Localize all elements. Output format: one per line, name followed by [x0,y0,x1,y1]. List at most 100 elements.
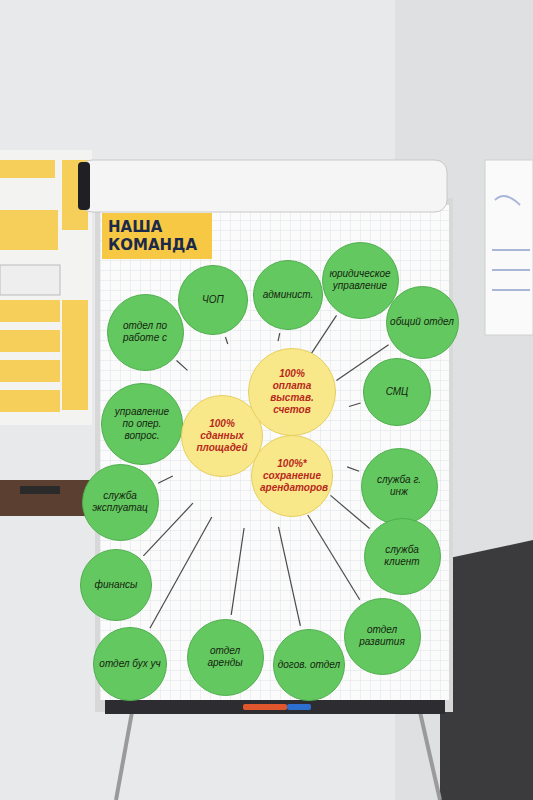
sticky-note [62,300,88,410]
easel-leg [116,712,132,800]
sticky-note [0,390,60,412]
spoke-line [308,515,360,600]
circle-shape [361,448,437,524]
sticky-note [0,160,55,178]
sticky-note [0,360,60,382]
circle-shape [364,359,431,426]
node-label: служба эксплуатац [88,490,152,514]
team-circle: юридическое управление [322,242,399,319]
team-circle: управление по опер. вопрос. [101,383,183,465]
node-label: отдел аренды [193,645,257,669]
paper-roll [80,160,447,212]
sticky-notes [0,160,88,412]
circle-shape [187,619,263,695]
node-label: отдел бух уч [99,658,160,670]
node-label: юридическое управление [328,268,392,292]
marker [243,704,287,710]
spoke-line [150,517,212,628]
label-group: 100% оплата выстав. счетов [260,368,324,416]
node-label: общий отдел [390,316,454,328]
spoke-line [225,337,227,344]
circle-shape [386,286,458,358]
roll-cap [78,162,90,210]
node-label: служба клиент [370,544,434,568]
sticky-note [0,265,60,295]
label-group: отдел по работе с [113,320,177,344]
poster-scribble [492,196,530,290]
spoke-line [278,333,280,341]
team-circle: догов. отдел [273,629,345,701]
node-label: СМЦ [386,386,409,398]
circle-shape [182,396,263,477]
team-circle: ЧОП [178,265,248,335]
node-label: отдел развития [350,624,414,648]
spoke-line [177,360,188,370]
team-circle: служба г. инж [361,448,438,525]
label-group: админист. [263,289,314,301]
spoke-line [347,467,359,471]
goal-circle: 100% оплата выстав. счетов [248,348,336,436]
label-group: финансы [95,579,138,591]
floor [440,540,533,800]
team-circle: СМЦ [363,358,431,426]
team-circle: служба клиент [364,518,441,595]
sticky-note [0,330,60,352]
node-label: 100%* сохранение арендаторов [260,458,324,494]
spoke-line [349,403,361,407]
circle-shape [82,464,158,540]
sticky-note [0,210,58,250]
circle-shape [102,384,183,465]
team-circle: админист. [253,260,323,330]
label-group: юридическое управление [328,268,392,292]
team-circle: финансы [80,549,152,621]
team-circle: отдел бух уч [93,627,167,701]
node-label: 100% сданных площадей [190,418,254,454]
easel-leg [420,712,440,800]
spoke-line [231,528,244,615]
node-label: ЧОП [202,294,224,306]
title-text: НАША КОМАНДА [108,218,206,254]
circle-shape [344,598,420,674]
label-group: служба эксплуатац [88,490,152,514]
label-group: общий отдел [390,316,454,328]
desk-item [20,486,60,494]
label-group: отдел аренды [193,645,257,669]
circle-shape [322,242,398,318]
circle-shape [252,436,333,517]
label-group: 100%* сохранение арендаторов [260,458,324,494]
circle-shape [254,261,323,330]
side-board [0,150,92,425]
label-group: служба г. инж [367,474,431,498]
label-group: 100% сданных площадей [190,418,254,454]
node-label: служба г. инж [367,474,431,498]
circle-shape [107,294,183,370]
node-label: отдел по работе с [113,320,177,344]
team-circle: служба эксплуатац [82,464,159,541]
marker-tray [105,700,445,714]
flipchart-paper [100,205,449,700]
label-group: служба клиент [370,544,434,568]
marker [287,704,311,710]
spoke-line [310,315,336,354]
team-circle: отдел развития [344,598,421,675]
spoke-line [158,476,173,483]
team-circle: общий отдел [386,286,459,359]
node-label: 100% оплата выстав. счетов [260,368,324,416]
goal-circle: 100%* сохранение арендаторов [251,435,333,517]
circle-shape [81,550,152,621]
wall-poster [485,160,533,335]
spoke-line [278,527,300,626]
label-group: управление по опер. вопрос. [110,406,174,442]
circle-shape [179,266,248,335]
goal-circle: 100% сданных площадей [181,395,263,477]
label-group: отдел развития [350,624,414,648]
label-group: СМЦ [386,386,409,398]
paper-grid [100,205,449,700]
label-group: ЧОП [202,294,224,306]
circle-shape [274,630,345,701]
sticky-note [0,300,60,322]
circle-shape [94,628,167,701]
